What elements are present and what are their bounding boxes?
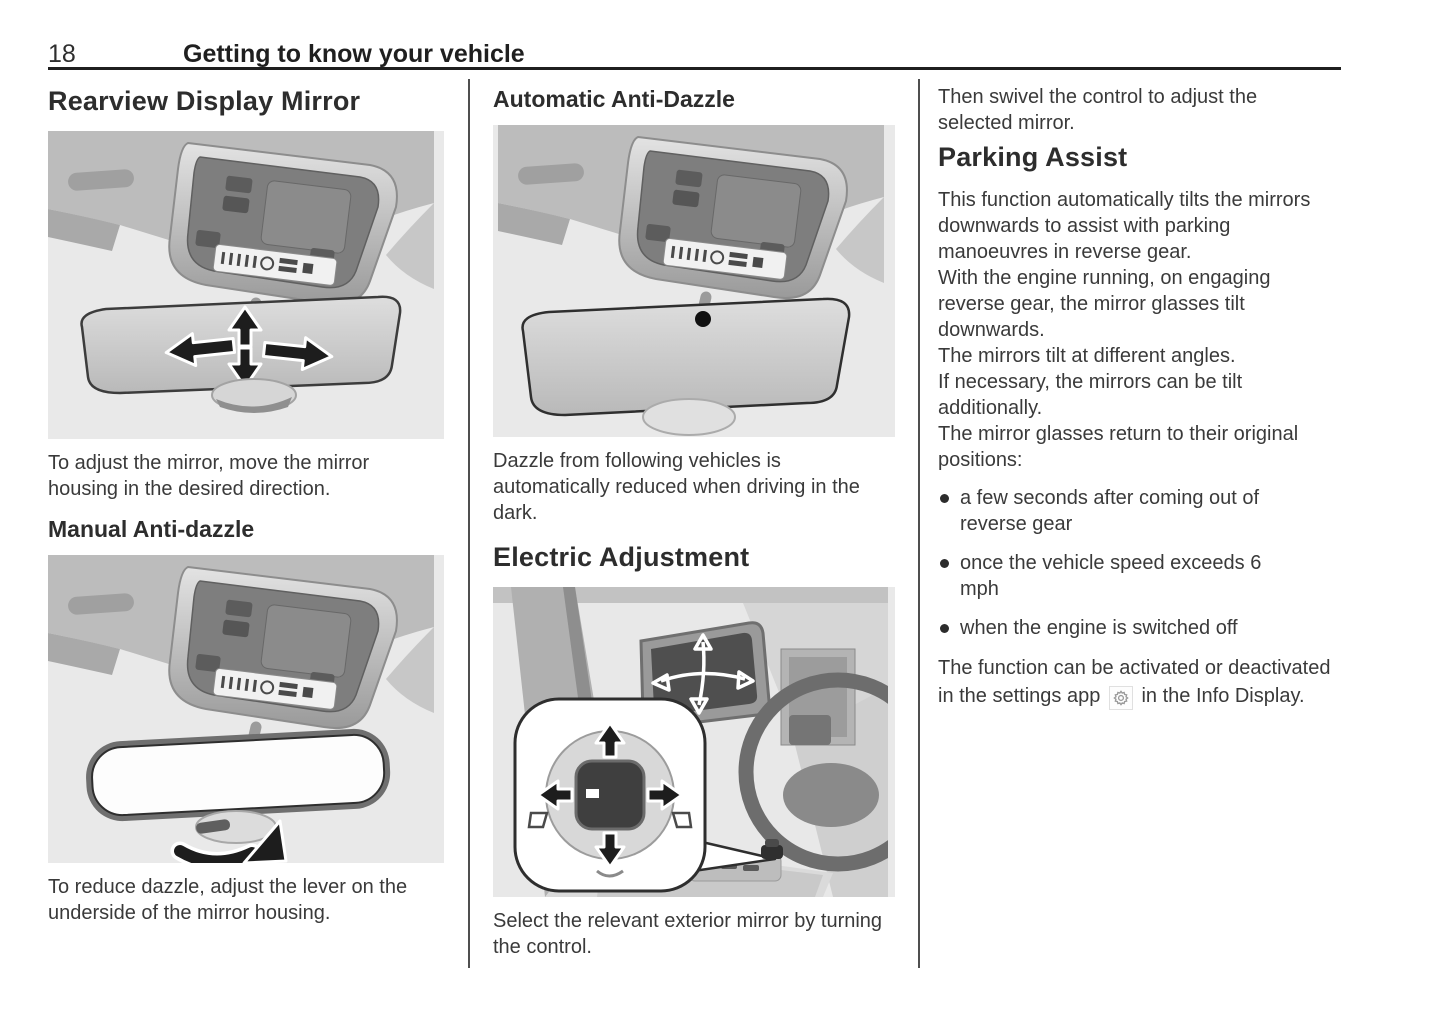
flip-lever-arrow: [170, 819, 288, 871]
parking-assist-paragraph: The mirrors tilt at different angles.: [938, 345, 1236, 367]
intro-paragraph: Then swivel the control to adjust the se…: [938, 86, 1258, 134]
caption-rearview: To adjust the mirror, move the mirror ho…: [48, 452, 370, 500]
list-item: once the vehicle speed exceeds 6 mph: [938, 550, 1290, 602]
mirror-control-switch-knob: [761, 839, 783, 859]
manual-anti-dazzle-illustration: [48, 555, 434, 871]
rearview-display-mirror-figure: [48, 131, 444, 439]
mirror-adjust-arrows: [651, 633, 755, 715]
control-arrows: [536, 721, 684, 869]
page-number: 18: [48, 40, 76, 68]
electric-adjustment-figure: [493, 587, 938, 897]
return-conditions-list: a few seconds after coming out of revers…: [938, 485, 1336, 641]
parking-assist-paragraph: If necessary, the mirrors can be tilt ad…: [938, 371, 1243, 419]
anti-dazzle-sensor-dot: [695, 311, 711, 327]
page-title: Getting to know your vehicle: [183, 40, 525, 68]
electric-adjustment-illustration: [493, 587, 938, 897]
settings-app-text-pre: The function can be activated or deactiv…: [938, 657, 1331, 707]
settings-app-text-post: in the Info Display.: [1141, 685, 1305, 707]
section-heading-rearview-display-mirror: Rearview Display Mirror: [48, 86, 361, 116]
column-divider-left: [468, 79, 470, 968]
manual-anti-dazzle-figure: [48, 555, 444, 871]
control-callout: [513, 697, 707, 893]
column-3: Then swivel the control to adjust the se…: [938, 84, 1336, 710]
gear-icon: [1108, 686, 1133, 710]
caption-automatic-anti-dazzle: Dazzle from following vehicles is automa…: [493, 450, 860, 524]
parking-assist-paragraph: With the engine running, on engaging rev…: [938, 267, 1271, 341]
automatic-anti-dazzle-figure: [493, 125, 895, 437]
section-heading-automatic-anti-dazzle: Automatic Anti-Dazzle: [493, 86, 735, 112]
caption-manual-anti-dazzle: To reduce dazzle, adjust the lever on th…: [48, 876, 408, 924]
settings-app-paragraph: The function can be activated or deactiv…: [938, 654, 1336, 710]
caption-electric-adjustment: Select the relevant exterior mirror by t…: [493, 910, 883, 958]
left-mirror-select-icon: [527, 811, 549, 829]
adjustment-arrows: [164, 305, 334, 389]
list-item: a few seconds after coming out of revers…: [938, 485, 1290, 537]
parking-assist-paragraph: This function automatically tilts the mi…: [938, 189, 1311, 263]
parking-assist-paragraph: The mirror glasses return to their origi…: [938, 423, 1299, 471]
list-item: when the engine is switched off: [938, 615, 1290, 641]
automatic-anti-dazzle-illustration: [493, 125, 888, 437]
section-heading-manual-anti-dazzle: Manual Anti-dazzle: [48, 516, 255, 542]
section-heading-parking-assist: Parking Assist: [938, 142, 1128, 172]
rearview-display-mirror-illustration: [48, 131, 434, 439]
section-heading-electric-adjustment: Electric Adjustment: [493, 542, 750, 572]
column-1: Rearview Display Mirror To adjust the mi…: [48, 84, 444, 928]
column-2: Automatic Anti-Dazzle Dazzle from follow…: [493, 84, 938, 962]
header-rule: [48, 67, 1341, 70]
steering-wheel: [738, 648, 938, 872]
column-divider-right: [918, 79, 920, 968]
right-mirror-select-icon: [671, 811, 693, 829]
